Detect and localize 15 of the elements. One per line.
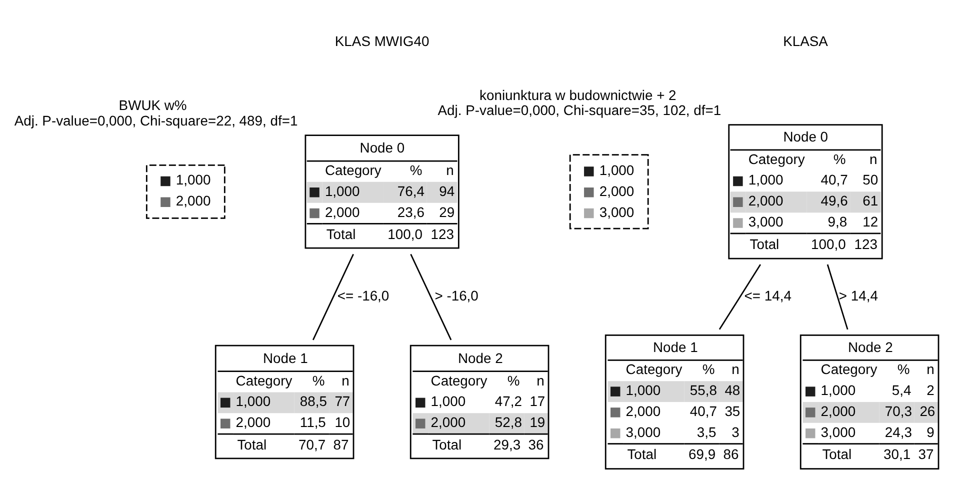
node-label: koniunktura w budownictwie + 2 — [480, 86, 676, 102]
edge-label: > -16,0 — [434, 286, 478, 303]
legend-label: 2,000 — [599, 182, 634, 198]
node-label: BWUK w% — [118, 96, 187, 113]
legend-label: 3,000 — [599, 203, 634, 220]
label: KLAS MWIG40 — [334, 32, 430, 49]
edge-label: <= -16,0 — [337, 286, 390, 303]
edge-label: <= 14,4 — [744, 286, 792, 303]
legend-label: 2,000 — [176, 192, 211, 208]
edge-label: > 14,4 — [838, 286, 878, 303]
legend-label: 1,000 — [176, 171, 211, 188]
node-label: Adj. P-value=0,000, Chi-square=35, 102, df=1 — [438, 102, 722, 118]
legend-label: 1,000 — [599, 161, 634, 178]
node-label: Adj. P-value=0,000, Chi-square=22, 489, df=1 — [14, 112, 298, 128]
label: KLASA — [783, 32, 828, 49]
